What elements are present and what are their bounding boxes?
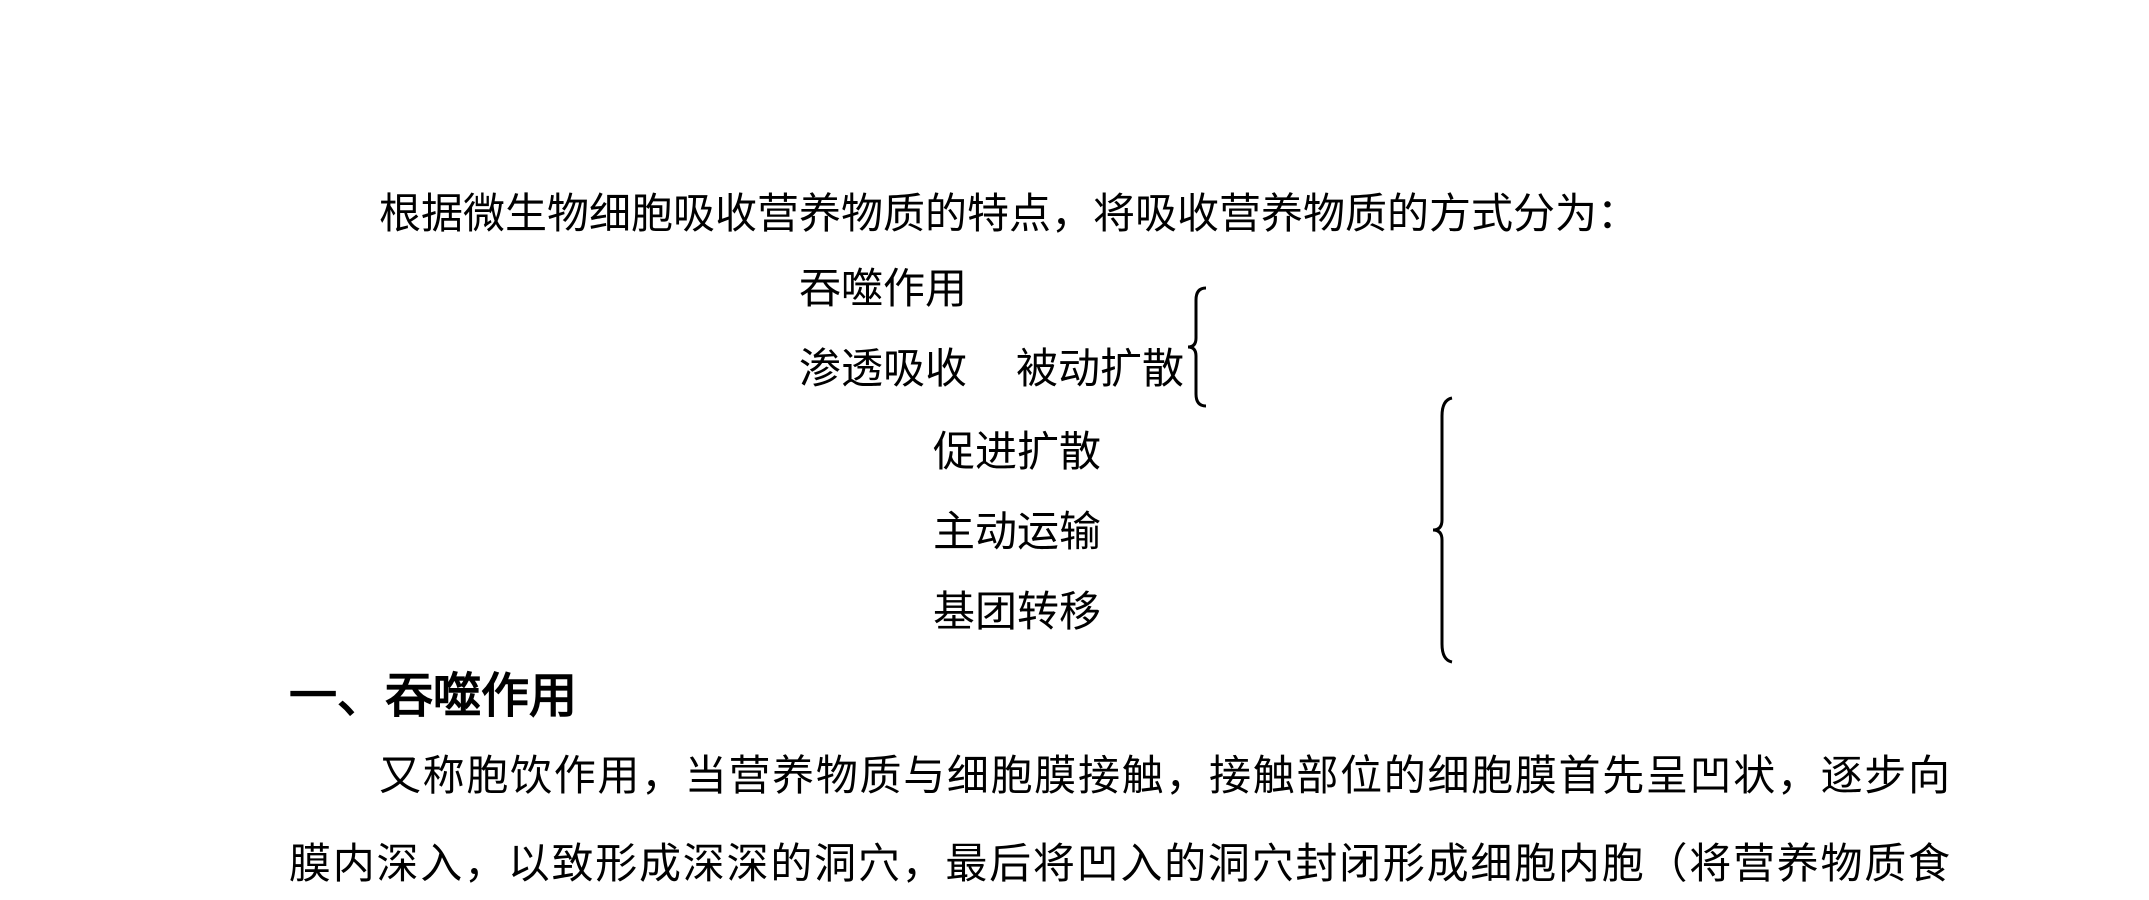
method-active-transport: 主动运输 bbox=[933, 507, 1102, 556]
paragraph-line-1: 又称胞饮作用，当营养物质与细胞膜接触，接触部位的细胞膜首先呈凹状，逐步向 bbox=[379, 751, 1950, 800]
intro-text: 根据微生物细胞吸收营养物质的特点，将吸收营养物质的方式分为： bbox=[379, 189, 1640, 238]
brace-2 bbox=[1432, 396, 1453, 664]
method-phagocytosis: 吞噬作用 bbox=[799, 264, 968, 313]
method-group-translocation: 基团转移 bbox=[933, 587, 1102, 636]
method-facilitated-diffusion: 促进扩散 bbox=[933, 427, 1102, 476]
method-osmotic-absorption: 渗透吸收 bbox=[799, 344, 968, 393]
paragraph-line-2: 膜内深入，以致形成深深的洞穴，最后将凹入的洞穴封闭形成细胞内胞（将营养物质食 bbox=[289, 839, 1950, 888]
method-passive-diffusion: 被动扩散 bbox=[1016, 344, 1185, 393]
brace-1 bbox=[1187, 286, 1207, 408]
section-heading: 一、吞噬作用 bbox=[289, 668, 578, 724]
